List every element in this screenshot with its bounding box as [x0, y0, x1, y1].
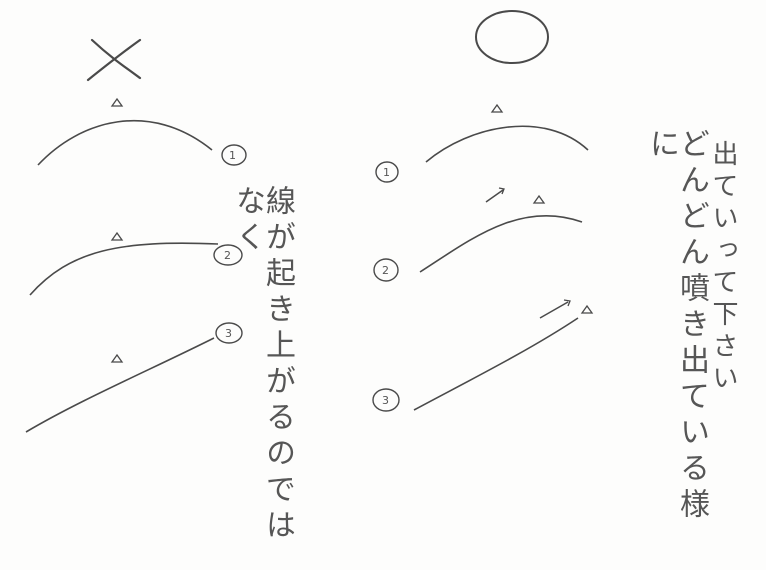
right-curve-1: 1 — [376, 105, 588, 182]
left-curve-1: 1 — [38, 99, 246, 165]
right-curve-3: 3 — [373, 300, 592, 411]
svg-text:3: 3 — [382, 394, 389, 407]
left-curve-3: 3 — [26, 323, 242, 432]
good-marker-circle — [476, 11, 548, 63]
left-note-text: 線が起き上がるのではなく — [232, 185, 292, 565]
svg-text:1: 1 — [383, 166, 390, 179]
right-note-main-text: どんどん噴き出ている様に — [646, 128, 706, 558]
right-curve-2: 2 — [374, 188, 582, 281]
right-note-side-text: 出ていって下さい — [710, 140, 736, 400]
left-curve-2: 2 — [30, 233, 242, 295]
bad-marker-x — [88, 40, 140, 80]
svg-text:1: 1 — [229, 149, 236, 162]
svg-text:3: 3 — [225, 327, 232, 340]
svg-text:2: 2 — [382, 264, 389, 277]
